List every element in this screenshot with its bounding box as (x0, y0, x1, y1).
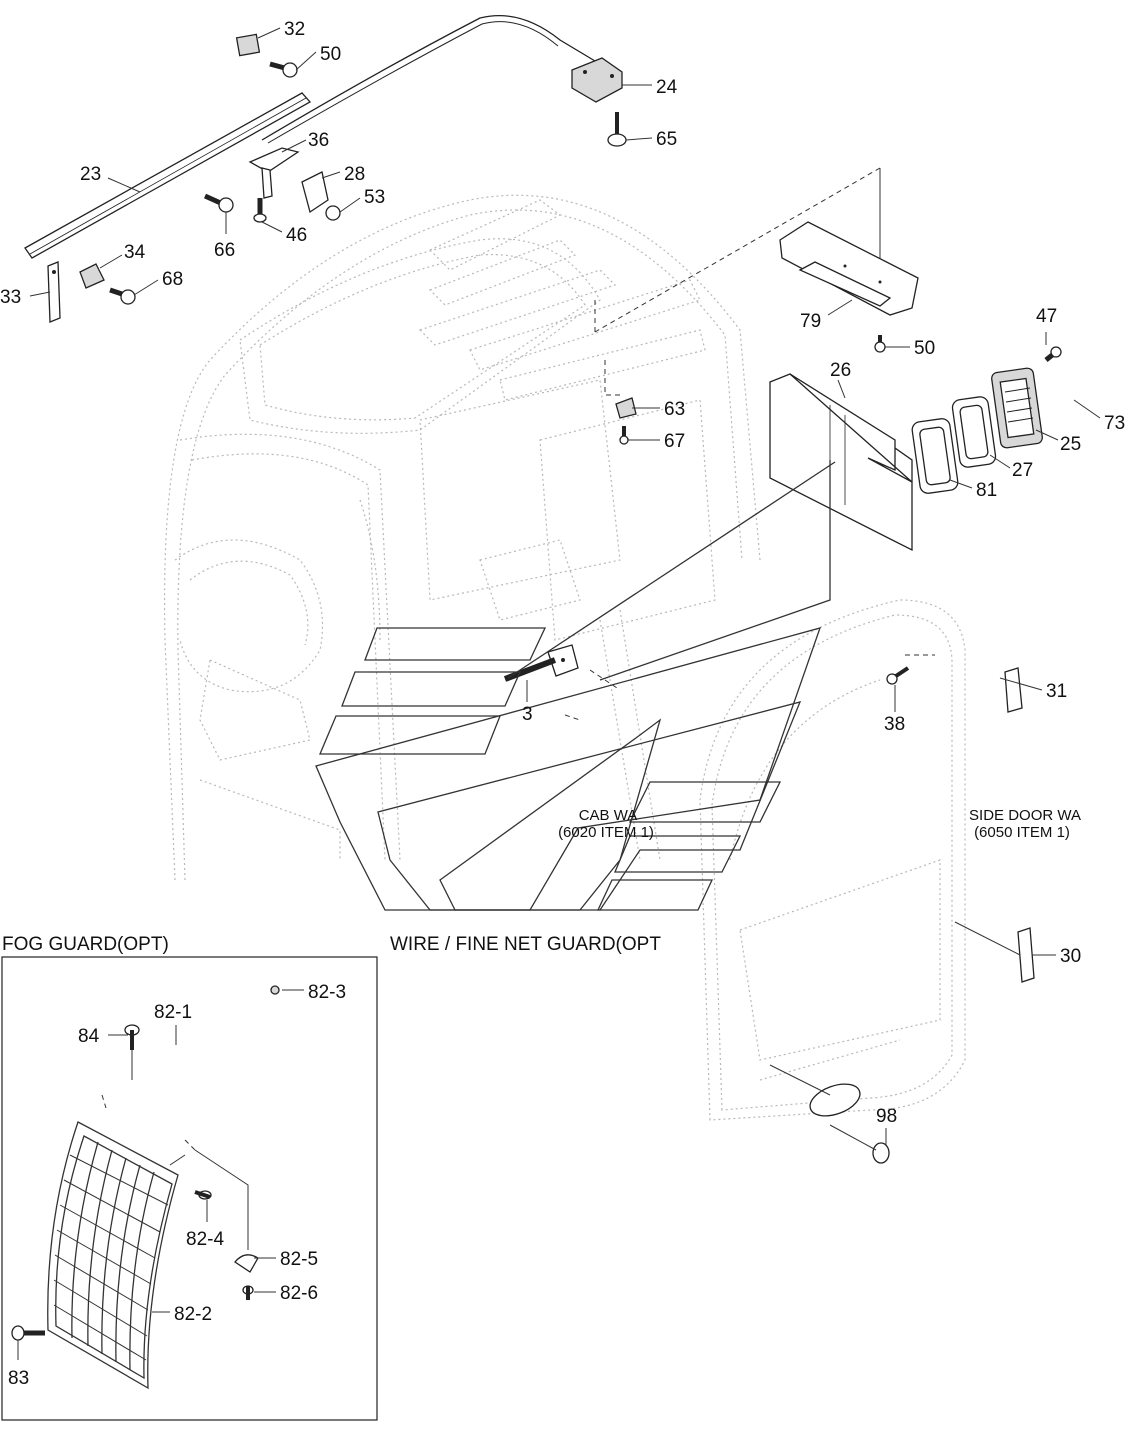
callout-3: 3 (522, 704, 533, 725)
part-66-screw (203, 193, 234, 213)
part-32-clip (235, 33, 261, 57)
callout-65: 65 (656, 129, 677, 150)
part-25-vent (991, 367, 1043, 449)
callout-26: 26 (830, 360, 851, 381)
part-38-screw (886, 666, 910, 685)
callout-84: 84 (78, 1026, 100, 1047)
callout-28: 28 (344, 164, 365, 185)
callout-67: 67 (664, 431, 685, 452)
fog-guard-title: FOG GUARD(OPT) (2, 934, 169, 955)
part-81-seal (911, 418, 959, 494)
callout-82-4: 82-4 (186, 1229, 224, 1250)
callout-73: 73 (1104, 413, 1125, 434)
callout-30: 30 (1060, 946, 1081, 967)
callout-25: 25 (1060, 434, 1081, 455)
part-26-panel (769, 373, 913, 552)
cab-wa-label: CAB WA (579, 807, 638, 824)
part-67-screw (619, 426, 629, 445)
callout-32: 32 (284, 19, 305, 40)
callouts: 32 50 24 65 36 23 28 53 46 66 34 68 33 7… (0, 19, 1125, 1389)
part-50-bolt (269, 61, 298, 78)
callout-53: 53 (364, 187, 385, 208)
callout-38: 38 (884, 714, 905, 735)
callout-27: 27 (1012, 460, 1033, 481)
fog-guard-grille (47, 1121, 179, 1390)
part-65-screw (607, 112, 627, 147)
wire-cable (261, 15, 611, 144)
callout-47: 47 (1036, 306, 1057, 327)
callout-31: 31 (1046, 681, 1067, 702)
callout-82-3: 82-3 (308, 982, 346, 1003)
part-98-plug (809, 1083, 890, 1164)
wire-guard (315, 460, 836, 911)
part-79-plate (779, 221, 919, 316)
callout-98: 98 (876, 1106, 897, 1127)
side-door-item: (6050 ITEM 1) (974, 824, 1070, 841)
captions: CAB WA (6020 ITEM 1) SIDE DOOR WA (6050 … (2, 807, 1081, 955)
callout-46: 46 (286, 225, 307, 246)
part-63-clip (615, 397, 637, 419)
callout-68: 68 (162, 269, 183, 290)
wire-guard-title: WIRE / FINE NET GUARD(OPT (390, 934, 661, 955)
callout-50: 50 (320, 44, 341, 65)
part-34-clip (79, 263, 105, 289)
callout-66: 66 (214, 240, 235, 261)
part-31-handle (1004, 667, 1023, 713)
leader-lines (17, 27, 1101, 1360)
callout-82-6: 82-6 (280, 1283, 318, 1304)
callout-82-5: 82-5 (280, 1249, 318, 1270)
part-28-plate (301, 171, 329, 214)
callout-24: 24 (656, 77, 678, 98)
callout-63: 63 (664, 399, 685, 420)
callout-79: 79 (800, 311, 821, 332)
part-24-switch (571, 57, 623, 103)
cab-wa-item: (6020 ITEM 1) (558, 824, 654, 841)
fog-guard-hardware (11, 985, 280, 1341)
side-door-label: SIDE DOOR WA (969, 807, 1081, 824)
cab-outline (163, 194, 966, 1121)
part-68-screw (109, 287, 136, 305)
part-53-nut (325, 205, 341, 221)
part-50-screw-right (874, 335, 886, 353)
callout-50: 50 (914, 338, 935, 359)
callout-82-2: 82-2 (174, 1304, 212, 1325)
part-30-handle (1017, 927, 1035, 983)
callout-23: 23 (80, 164, 101, 185)
callout-81: 81 (976, 480, 997, 501)
part-3-lock (503, 644, 579, 682)
part-27-seal (951, 396, 997, 468)
callout-82-1: 82-1 (154, 1002, 192, 1023)
part-47-screw (1044, 346, 1062, 362)
part-33-bracket (47, 261, 61, 323)
part-36-bracket (248, 147, 300, 199)
callout-34: 34 (124, 242, 146, 263)
callout-36: 36 (308, 130, 329, 151)
part-23-rail (24, 92, 312, 259)
fog-guard-box (1, 956, 378, 1421)
part-46-bolt (253, 198, 267, 223)
callout-33: 33 (0, 287, 21, 308)
callout-83: 83 (8, 1368, 29, 1389)
